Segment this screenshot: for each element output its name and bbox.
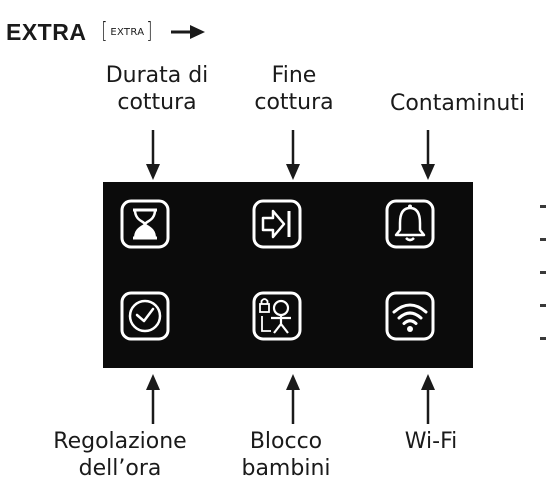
bracket-right-icon: ] (146, 19, 153, 44)
cropped-text-edge (540, 205, 550, 370)
label-cooking-end-line1: Fine (271, 63, 317, 88)
label-child-lock-line2: bambini (241, 456, 331, 481)
wifi-icon[interactable] (385, 291, 435, 341)
down-arrow-icon (286, 130, 300, 180)
label-minute-minder-line1: Contaminuti (389, 91, 526, 116)
cropped-glyph (540, 304, 546, 307)
label-cooking-duration-line1: Durata di (105, 63, 209, 88)
up-arrow-icon (421, 374, 435, 424)
label-cooking-end-line2: cottura (254, 90, 334, 115)
display-panel (103, 182, 473, 368)
extra-heading: EXTRA [ EXTRA ] (6, 14, 206, 50)
extra-title: EXTRA (6, 18, 87, 45)
label-wifi-line1: Wi-Fi (404, 429, 458, 454)
child-lock-icon[interactable] (252, 291, 302, 341)
cropped-glyph (540, 337, 546, 340)
clock-icon[interactable] (120, 291, 170, 341)
up-arrow-icon (146, 374, 160, 424)
cropped-glyph (540, 271, 546, 274)
down-arrow-icon (421, 130, 435, 180)
label-minute-minder: Contaminuti (365, 90, 550, 117)
cropped-glyph (540, 238, 546, 241)
right-arrow-icon (171, 25, 206, 39)
bell-icon[interactable] (385, 199, 435, 249)
end-time-icon[interactable] (252, 199, 302, 249)
label-cooking-duration-line2: cottura (117, 90, 197, 115)
label-clock-setting-line2: dell’ora (78, 456, 162, 481)
up-arrow-icon (286, 374, 300, 424)
label-wifi: Wi-Fi (366, 428, 496, 455)
down-arrow-icon (146, 130, 160, 180)
label-cooking-end: Fine cottura (224, 62, 364, 116)
extra-key-label: EXTRA (110, 26, 145, 38)
label-child-lock-line1: Blocco (249, 429, 323, 454)
label-child-lock: Blocco bambini (216, 428, 356, 482)
bracket-left-icon: [ (101, 19, 109, 44)
cropped-glyph (540, 205, 546, 208)
label-clock-setting: Regolazione dell’ora (20, 428, 220, 482)
hourglass-icon[interactable] (120, 199, 170, 249)
label-cooking-duration: Durata di cottura (62, 62, 252, 116)
label-clock-setting-line1: Regolazione (53, 429, 187, 454)
extra-key-badge: [ EXTRA ] (96, 21, 158, 43)
